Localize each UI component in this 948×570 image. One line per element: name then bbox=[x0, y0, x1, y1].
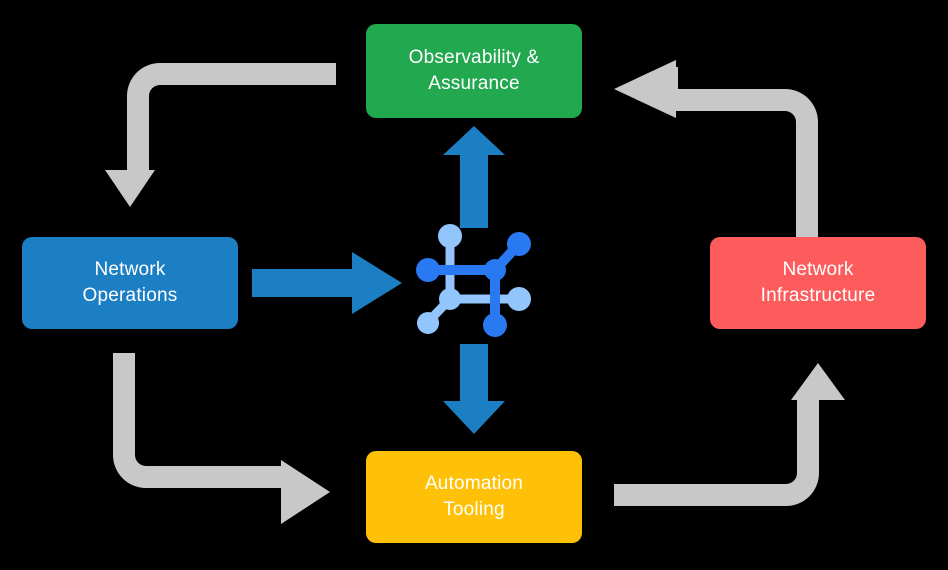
arrow-center-to-observability bbox=[443, 126, 505, 228]
arrow-operations-to-center bbox=[252, 252, 402, 314]
node-observability-assurance[interactable]: Observability & Assurance bbox=[366, 24, 582, 118]
arrow-center-to-automation bbox=[443, 344, 505, 434]
topology-links-primary bbox=[423, 241, 522, 329]
topology-nodes-secondary bbox=[417, 224, 531, 334]
connector-automation-to-infrastructure bbox=[614, 363, 845, 506]
node-network-infrastructure[interactable]: Network Infrastructure bbox=[710, 237, 926, 329]
node-automation-tooling[interactable]: Automation Tooling bbox=[366, 451, 582, 543]
connector-observability-to-operations bbox=[105, 63, 336, 207]
connector-operations-to-automation bbox=[113, 353, 330, 524]
node-network-operations[interactable]: Network Operations bbox=[22, 237, 238, 329]
connector-infrastructure-to-observability bbox=[614, 60, 818, 237]
topology-nodes-primary bbox=[416, 232, 531, 337]
topology-links-secondary bbox=[423, 233, 522, 327]
